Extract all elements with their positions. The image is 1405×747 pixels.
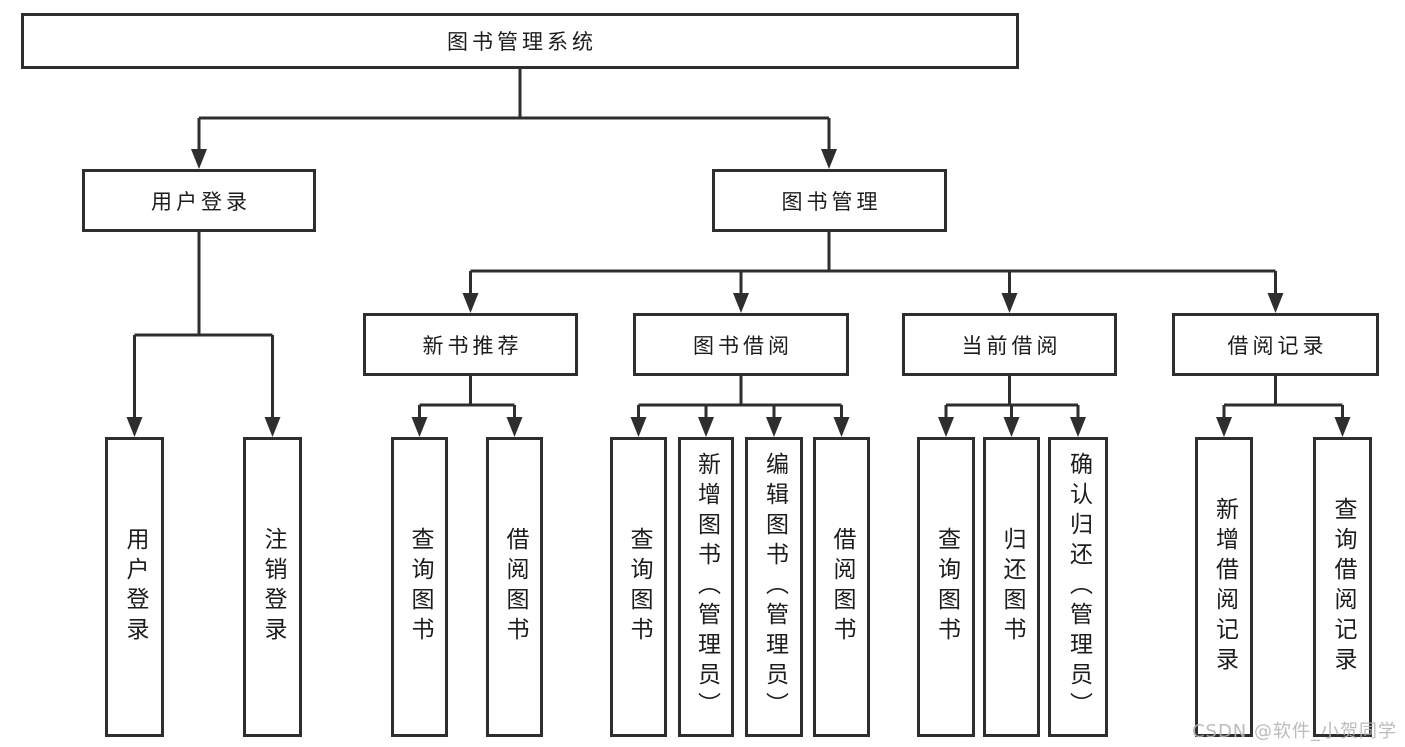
leaf-borrow-books: 借阅图书 — [813, 437, 870, 737]
leaf-label: 借阅图书 — [829, 527, 855, 647]
leaf-label: 注销登录 — [260, 527, 286, 647]
leaf-return-books: 归还图书 — [983, 437, 1040, 737]
node-new-book-recommend: 新书推荐 — [363, 313, 578, 376]
leaf-add-books-admin: 新增图书（管理员） — [678, 437, 734, 737]
leaf-label: 确认归还（管理员） — [1065, 452, 1092, 722]
leaf-label: 新增借阅记录 — [1211, 497, 1238, 677]
node-book-management: 图书管理 — [712, 169, 947, 232]
leaf-query-books-recommend: 查询图书 — [391, 437, 448, 737]
leaf-user-login: 用户登录 — [105, 437, 164, 737]
connector-userlogin-to-leaves — [126, 232, 281, 437]
csdn-watermark: CSDN @软件_小贺同学 — [1191, 721, 1397, 742]
leaf-confirm-return-admin: 确认归还（管理员） — [1048, 437, 1108, 737]
connector-bookmgmt-to-level3 — [462, 232, 1284, 313]
leaf-label: 查询图书 — [407, 527, 433, 647]
connector-current-to-leaves — [938, 376, 1086, 437]
node-user-login: 用户登录 — [82, 169, 316, 232]
leaf-borrow-books-recommend: 借阅图书 — [486, 437, 543, 737]
leaf-add-borrow-record: 新增借阅记录 — [1195, 437, 1253, 737]
node-root-system: 图书管理系统 — [21, 13, 1019, 69]
leaf-label: 归还图书 — [999, 527, 1025, 647]
connector-root-to-level2 — [191, 69, 837, 169]
leaf-label: 编辑图书（管理员） — [761, 452, 788, 722]
leaf-label: 查询图书 — [933, 527, 960, 647]
leaf-label: 查询图书 — [626, 527, 652, 647]
connector-newbooks-to-leaves — [411, 376, 523, 437]
leaf-edit-books-admin: 编辑图书（管理员） — [745, 437, 803, 737]
connector-borrow-to-leaves — [630, 376, 850, 437]
node-current-borrow: 当前借阅 — [902, 313, 1117, 376]
leaf-query-books-borrow: 查询图书 — [610, 437, 667, 737]
connector-records-to-leaves — [1216, 376, 1351, 437]
node-borrow-records: 借阅记录 — [1172, 313, 1379, 376]
leaf-query-borrow-record: 查询借阅记录 — [1313, 437, 1372, 737]
node-book-borrow: 图书借阅 — [633, 313, 849, 376]
leaf-label: 查询借阅记录 — [1330, 497, 1356, 677]
leaf-query-books-current: 查询图书 — [917, 437, 975, 737]
leaf-logout: 注销登录 — [243, 437, 302, 737]
leaf-label: 借阅图书 — [502, 527, 528, 647]
leaf-label: 新增图书（管理员） — [693, 452, 720, 722]
leaf-label: 用户登录 — [122, 527, 148, 647]
